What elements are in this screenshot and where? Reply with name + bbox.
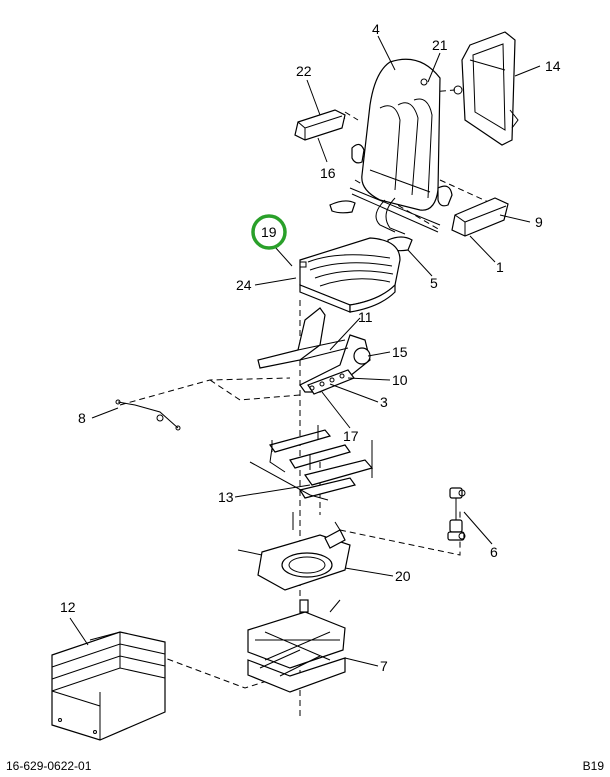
callout-19[interactable]: 19 (261, 224, 277, 240)
seat-frame (257, 307, 371, 395)
callout-5[interactable]: 5 (430, 275, 438, 291)
highlight-ring (251, 214, 287, 250)
callout-21[interactable]: 21 (432, 37, 448, 53)
callout-6[interactable]: 6 (490, 544, 498, 560)
callout-9[interactable]: 9 (535, 214, 543, 230)
headrest-frame (453, 31, 519, 146)
drawing-number: 16-629-0622-01 (6, 759, 92, 773)
release-cable (115, 399, 181, 431)
callout-8[interactable]: 8 (78, 410, 86, 426)
callout-14[interactable]: 14 (545, 58, 561, 74)
callout-17[interactable]: 17 (343, 428, 359, 444)
callout-10[interactable]: 10 (392, 372, 408, 388)
callout-16[interactable]: 16 (320, 165, 336, 181)
seat-cushion (299, 237, 401, 313)
right-armrest (451, 197, 509, 237)
suspension-base (247, 599, 346, 693)
seat-back-cushion (351, 58, 453, 211)
callout-15[interactable]: 15 (392, 344, 408, 360)
callout-13[interactable]: 13 (218, 489, 234, 505)
callout-4[interactable]: 4 (372, 21, 380, 37)
callout-11[interactable]: 11 (358, 309, 373, 325)
shock-absorber (447, 487, 466, 541)
callout-24[interactable]: 24 (236, 277, 252, 293)
left-armrest (294, 109, 346, 141)
leader-lines (69, 35, 541, 667)
callout-12[interactable]: 12 (60, 599, 76, 615)
callout-1[interactable]: 1 (496, 259, 504, 275)
slide-rails (249, 425, 374, 501)
callout-22[interactable]: 22 (296, 63, 312, 79)
suspension-cover (51, 631, 166, 741)
callout-3[interactable]: 3 (380, 394, 388, 410)
swivel-base-plate (237, 512, 351, 591)
page-code: B19 (583, 759, 605, 773)
callout-labels: 4 21 14 22 16 9 1 19 24 5 11 15 10 3 8 1… (60, 21, 561, 674)
callout-20[interactable]: 20 (395, 568, 411, 584)
callout-7[interactable]: 7 (380, 658, 388, 674)
